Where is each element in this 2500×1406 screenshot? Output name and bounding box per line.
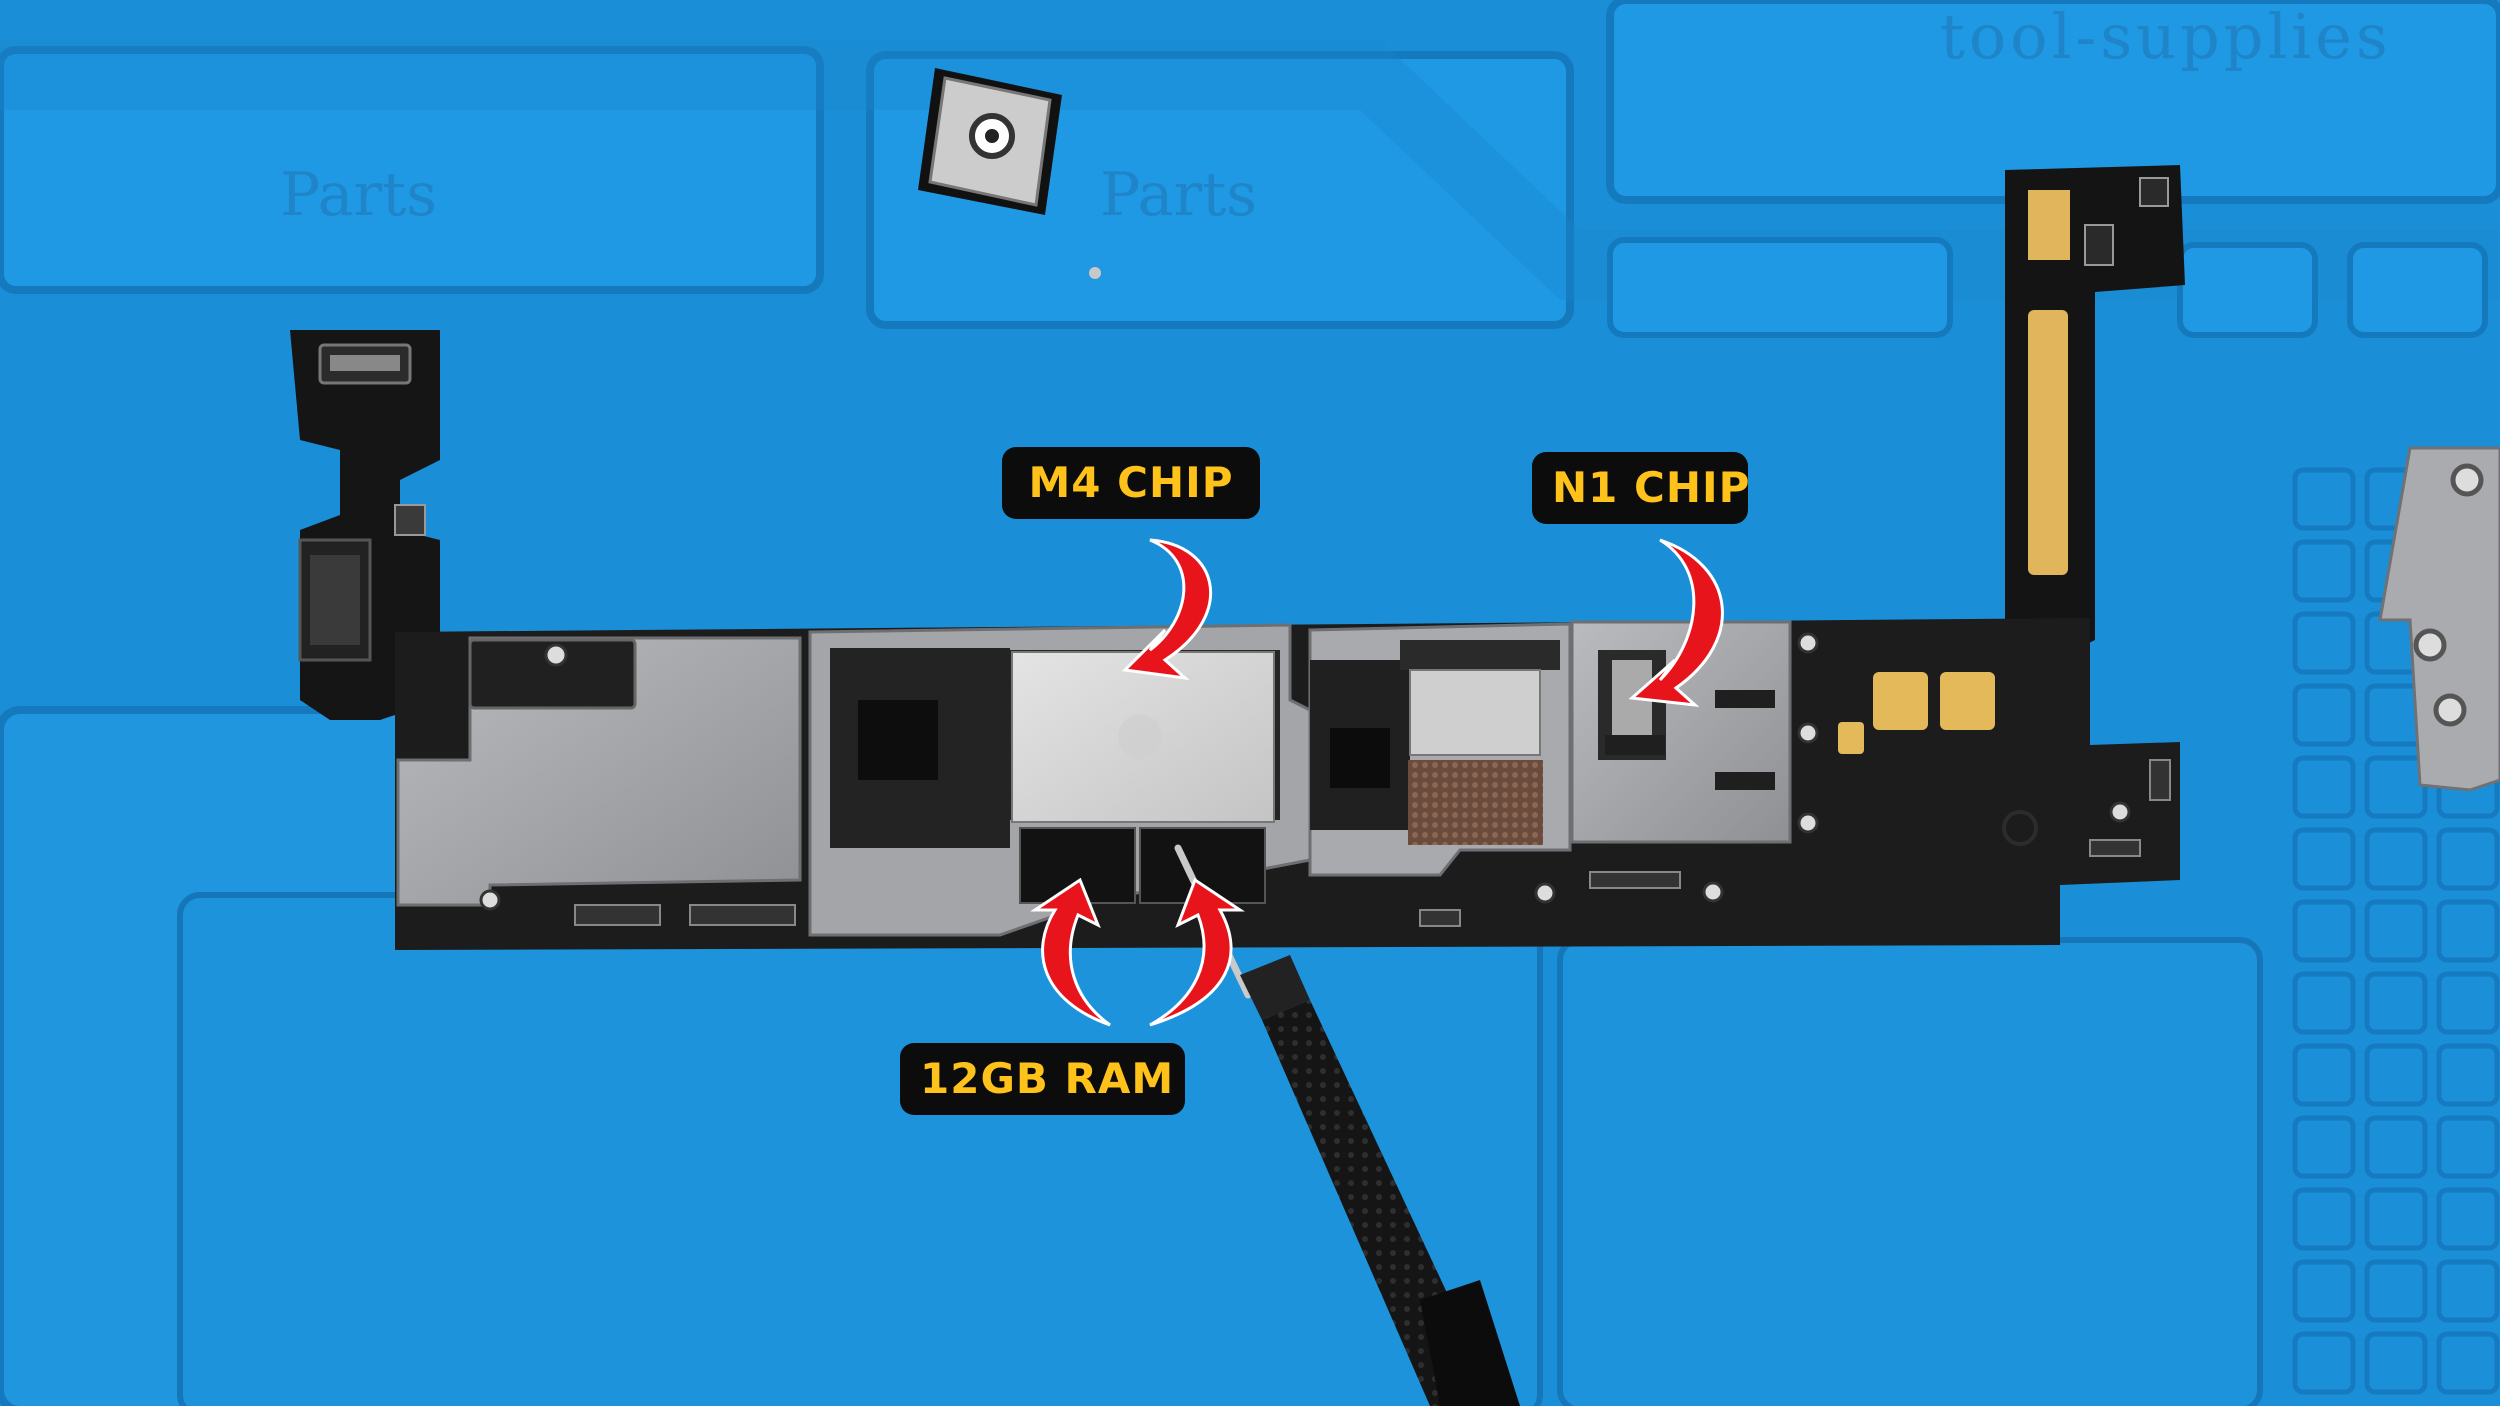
- right-flex-cable: [2005, 165, 2185, 680]
- gold-pad: [1940, 672, 1995, 730]
- arrow-m4-chip: [1121, 538, 1213, 681]
- mat-brand-text: tool-supplies: [1940, 0, 2392, 73]
- grid-tray-cell: [2292, 827, 2356, 891]
- grid-tray-cell: [2364, 1259, 2428, 1323]
- gold-pad: [1873, 672, 1928, 730]
- grid-tray-cell: [2292, 1115, 2356, 1179]
- grid-tray-cell: [2292, 899, 2356, 963]
- grid-tray-cell: [2292, 1331, 2356, 1395]
- mat-label-parts: Parts: [280, 160, 438, 230]
- grid-tray-cell: [2292, 539, 2356, 603]
- grid-tray-cell: [2436, 827, 2500, 891]
- logic-board: [395, 618, 2180, 950]
- grid-tray-cell: [2364, 971, 2428, 1035]
- grid-tray-cell: [2292, 1259, 2356, 1323]
- grid-tray-cell: [2292, 755, 2356, 819]
- grid-tray-cell: [2364, 1115, 2428, 1179]
- grid-tray-cell: [2364, 1043, 2428, 1107]
- grid-tray-cell: [2292, 611, 2356, 675]
- grid-tray-cell: [2292, 1043, 2356, 1107]
- m4-chip: [1011, 651, 1275, 823]
- mat-label-parts: Parts: [1100, 160, 1258, 230]
- grid-tray-cell: [2364, 827, 2428, 891]
- grid-tray-cell: [2364, 899, 2428, 963]
- left-flex-cable: [290, 330, 440, 720]
- bga-pads: [1408, 760, 1543, 845]
- arrows: [1030, 538, 1724, 1027]
- screw: [1089, 267, 1101, 279]
- arrow-n1-chip: [1628, 538, 1724, 708]
- grid-tray-cell: [2292, 1187, 2356, 1251]
- grid-tray-cell: [2292, 467, 2356, 531]
- grid-tray-cell: [2436, 899, 2500, 963]
- grid-tray-cell: [2364, 1187, 2428, 1251]
- grid-tray-cell: [2364, 1331, 2428, 1395]
- loose-bracket: [2378, 446, 2500, 792]
- grid-tray-cell: [2292, 971, 2356, 1035]
- grid-tray-cell: [2436, 1259, 2500, 1323]
- grid-tray-cell: [2436, 1043, 2500, 1107]
- screwdriver: [1174, 844, 1520, 1406]
- grid-tray-cell: [2292, 683, 2356, 747]
- grid-tray-cell: [2436, 971, 2500, 1035]
- n1-chip-label: N1 CHIP: [1532, 452, 1749, 524]
- arrow-ram-right: [1149, 877, 1245, 1027]
- grid-tray-cell: [2436, 1331, 2500, 1395]
- m4-chip-label: M4 CHIP: [1002, 447, 1260, 519]
- ram-label: 12GB RAM: [900, 1043, 1185, 1115]
- loose-shield-plate: [918, 68, 1062, 215]
- grid-tray-cell: [2436, 1115, 2500, 1179]
- arrow-ram-left: [1030, 877, 1111, 1027]
- grid-tray-cell: [2436, 1187, 2500, 1251]
- grid-tray: [2292, 467, 2500, 1395]
- grid-tray-cell: [2364, 755, 2428, 819]
